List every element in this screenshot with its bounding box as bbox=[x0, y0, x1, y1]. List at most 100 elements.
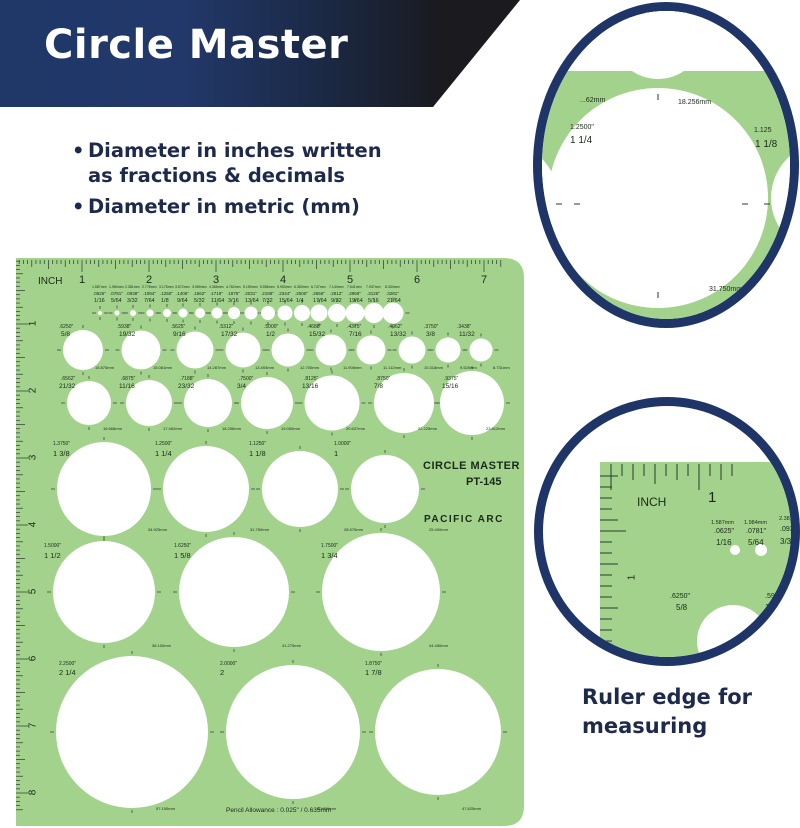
circle-label: .5312" bbox=[219, 324, 234, 330]
ruler-side-number: 8 bbox=[27, 789, 39, 796]
circle-label: .4375" bbox=[347, 324, 362, 330]
circle-label: 4.366mm bbox=[209, 285, 224, 289]
circle-label: 7.541mm bbox=[347, 285, 362, 289]
circle-label: 11/16 bbox=[119, 383, 135, 390]
feature-bullet-2: Diameter in metric (mm) bbox=[72, 194, 382, 219]
circle-label: 1 3/8 bbox=[53, 449, 70, 458]
circle-label: 1.8750" bbox=[365, 661, 383, 667]
circle-label: 1.7500" bbox=[321, 543, 339, 549]
circle-label: .1094" bbox=[143, 291, 156, 296]
circle-label: .2969" bbox=[348, 291, 361, 296]
ruler-side-number: 2 bbox=[27, 387, 39, 394]
circle-label: 22.225mm bbox=[418, 426, 437, 431]
circle-label: .7188" bbox=[180, 376, 195, 382]
circle-label: 18.256mm bbox=[222, 426, 241, 431]
circle-label: 1.3750" bbox=[53, 441, 71, 447]
ruler-caption: Ruler edge for measuring bbox=[582, 683, 752, 741]
circle-label: 11/64 bbox=[211, 298, 225, 304]
circle-label: 1 5/8 bbox=[174, 551, 191, 560]
circle-label: 3.969mm bbox=[192, 285, 207, 289]
circle-label: 19.050mm bbox=[281, 426, 300, 431]
circle-label: .3438" bbox=[457, 324, 472, 330]
caption-line: measuring bbox=[582, 714, 708, 738]
zoom-label: 1/16 bbox=[716, 538, 732, 547]
circle-label: 7/8 bbox=[374, 383, 384, 390]
circle-label: 8.334mm bbox=[385, 285, 400, 289]
circle-label: 3/4 bbox=[237, 383, 247, 390]
circle-label: .8125" bbox=[304, 376, 319, 382]
circle-label: 25.400mm bbox=[429, 527, 448, 532]
circle-label: 13/32 bbox=[390, 331, 407, 338]
unit-label: INCH bbox=[38, 276, 63, 287]
bullet-text: Diameter in inches written bbox=[88, 139, 382, 162]
circle-label: 17.462mm bbox=[163, 426, 182, 431]
circle-label: .5000" bbox=[264, 324, 279, 330]
circle-label: 50.800mm bbox=[317, 806, 336, 811]
page-title: Circle Master bbox=[44, 22, 349, 68]
circle-label: 9/64 bbox=[177, 298, 188, 304]
ruler-number: 3 bbox=[213, 274, 220, 286]
circle-label: 1/4 bbox=[296, 298, 304, 304]
title-banner: Circle Master bbox=[0, 0, 520, 107]
zoom-label: 1.2500" bbox=[570, 124, 594, 131]
circle-label: 11.906mm bbox=[343, 365, 362, 370]
zoom-label: 1.125 bbox=[754, 127, 772, 134]
zoom-label: INCH bbox=[637, 495, 667, 509]
zoom-detail-ruler-edge: INCH 1 1.587mm .0625" 1/16 1.984mm .0781… bbox=[534, 397, 800, 666]
circle-label: 9/16 bbox=[173, 331, 186, 338]
circle-label: .6875" bbox=[121, 376, 136, 382]
zoom-label: .0781" bbox=[746, 528, 767, 535]
feature-list: Diameter in inches written as fractions … bbox=[72, 138, 382, 225]
circle-label: 9.525mm bbox=[460, 365, 477, 370]
circle-label: 13.493mm bbox=[255, 365, 274, 370]
zoom-label: 5/64 bbox=[748, 538, 764, 547]
circle-label: 1/2 bbox=[266, 331, 276, 338]
circle-label: 7/32 bbox=[262, 298, 273, 304]
zoom-label: 5/8 bbox=[676, 603, 688, 612]
circle-label: 41.275mm bbox=[282, 643, 301, 648]
circle-label: 5.159mm bbox=[243, 285, 258, 289]
ruler-side-number: 6 bbox=[27, 655, 39, 662]
circle-label: 5/16 bbox=[368, 298, 379, 304]
bullet-text: as fractions & decimals bbox=[88, 164, 346, 187]
circle-label: .2031" bbox=[244, 291, 257, 296]
circle-label: 3/32 bbox=[127, 298, 138, 304]
circle-label: .1250" bbox=[160, 291, 173, 296]
circle-label: 13/16 bbox=[302, 383, 319, 390]
circle-label: 15/64 bbox=[279, 298, 293, 304]
ruler-side-number: 1 bbox=[27, 320, 39, 327]
circle-label: 1/8 bbox=[161, 298, 169, 304]
circle-label: 17/64 bbox=[313, 298, 327, 304]
circle-label: 34.925mm bbox=[148, 527, 167, 532]
circle-label: .8750" bbox=[376, 376, 391, 382]
circle-label: 20.637mm bbox=[346, 426, 365, 431]
circle-label: 21/64 bbox=[387, 298, 401, 304]
circle-label: 11.112mm bbox=[383, 365, 402, 370]
circle-label: 3/8 bbox=[426, 331, 436, 338]
ruler-number: 7 bbox=[481, 274, 488, 286]
circle-label: 2.0000" bbox=[220, 661, 238, 667]
circle-label: 5.953mm bbox=[277, 285, 292, 289]
zoom-label: 1.984mm bbox=[744, 520, 767, 526]
zoom-label: 31.750mm bbox=[709, 286, 743, 293]
feature-bullet-1: Diameter in inches written as fractions … bbox=[72, 138, 382, 188]
circle-label: 1.2500" bbox=[155, 441, 173, 447]
caption-line: Ruler edge for bbox=[582, 685, 753, 709]
circle-label: 9/32 bbox=[331, 298, 342, 304]
circle-label: .2656" bbox=[312, 291, 325, 296]
circle-label: .2812" bbox=[330, 291, 343, 296]
circle-label: .3125" bbox=[367, 291, 380, 296]
circle-label: 1/16 bbox=[94, 298, 105, 304]
circle-label: 1 bbox=[334, 449, 339, 458]
ruler-number: 5 bbox=[347, 274, 354, 286]
circle-label: 2.381mm bbox=[125, 285, 140, 289]
circle-label: 44.450mm bbox=[429, 643, 448, 648]
circle-label: 7.937mm bbox=[366, 285, 381, 289]
circle-label: 7/16 bbox=[349, 331, 362, 338]
circle-label: .0625" bbox=[93, 291, 106, 296]
circle-label: 23/32 bbox=[178, 383, 195, 390]
circle-label: .0781" bbox=[110, 291, 123, 296]
circle-label: 4.762mm bbox=[226, 285, 241, 289]
zoom-label: 1 bbox=[708, 489, 717, 506]
